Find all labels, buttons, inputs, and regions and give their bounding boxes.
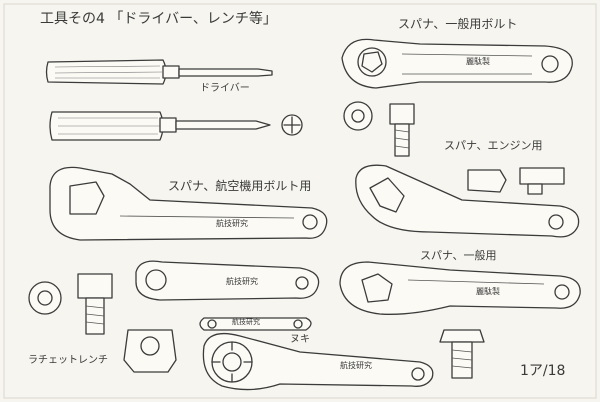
spanner-aviation-bolt [49,166,328,241]
label-spanner-general-bolt: スパナ、一般用ボルト [398,17,518,31]
page-number: 1ア/18 [520,363,566,379]
spanner-general-bolt [341,38,573,157]
socket-parts [28,273,177,373]
label-nut: ヌキ [290,334,310,345]
label-spanner-general: スパナ、一般用 [420,249,497,262]
thin-spanner [199,317,312,331]
engraving-small-spanner: 航技研究 [226,277,258,286]
label-spanner-aviation-bolt: スパナ、航空機用ボルト用 [168,179,312,193]
label-ratchet-wrench: ラチェットレンチ [28,355,108,366]
sheet-title: 工具その4 「ドライバー、レンチ等」 [40,11,277,27]
spanner-general [339,261,581,315]
hex-bolt [439,329,485,379]
engraving-ratchet: 航技研究 [340,361,372,370]
engraving-aviation-spanner: 航技研究 [216,219,248,228]
label-spanner-engine: スパナ、エンジン用 [444,139,543,152]
engraving-general-spanner: 麗駄製 [476,287,500,296]
engraving-thin-spanner: 航技研究 [232,318,260,326]
flat-screwdriver [45,59,273,85]
label-screwdriver: ドライバー [200,83,250,94]
engraving-general-bolt-spanner: 麗駄製 [466,57,490,66]
spanner-engine [355,164,580,238]
phillips-screwdriver [49,111,303,141]
small-spanner [135,260,320,301]
ratchet-wrench [202,332,434,391]
